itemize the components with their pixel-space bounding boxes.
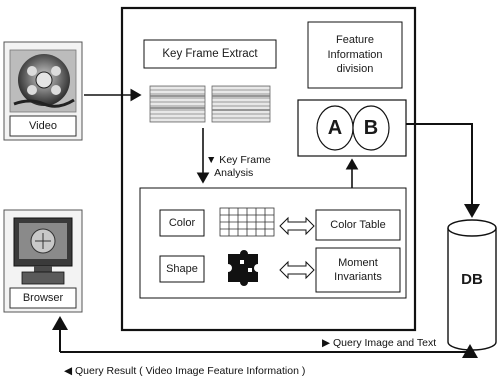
browser-label: Browser	[22, 292, 64, 304]
db-label: DB	[461, 270, 483, 288]
moment-invariants-box	[315, 247, 401, 293]
feature-b-circle	[352, 105, 390, 151]
key-frame-thumbnail	[149, 85, 206, 123]
key-frame-thumbnail	[211, 85, 271, 123]
feature-information-division-box	[307, 21, 403, 89]
query-result-label: ◀ Query Result ( Video Image Feature Inf…	[64, 365, 306, 377]
key-frame-extract-box	[143, 39, 277, 69]
feature-b-label: B	[363, 116, 379, 139]
video-label: Video	[29, 120, 57, 132]
feature-a-label: A	[327, 116, 343, 139]
color-label: Color	[168, 217, 196, 229]
key-frame-analysis-label: ▼ Key Frame Analysis	[206, 154, 271, 180]
moment-invariants-double-arrow	[279, 260, 315, 280]
puzzle-piece-icon	[228, 250, 258, 286]
color-table-label: Color Table	[330, 219, 386, 231]
moment-invariants-label: Moment Invariants	[334, 256, 382, 283]
query-image-text-label: ▶ Query Image and Text	[322, 337, 437, 349]
color-table-box	[315, 209, 401, 241]
features-to-db-connector	[406, 123, 480, 218]
db-cylinder	[447, 219, 497, 351]
color-table-double-arrow	[279, 216, 315, 236]
color-grid-icon	[219, 207, 275, 237]
system-frame	[120, 6, 417, 332]
key-frame-images	[144, 82, 274, 126]
video-node	[3, 41, 83, 141]
monitor-icon	[13, 217, 73, 285]
feature-information-division-label: Feature Information division	[327, 33, 383, 76]
shape-label: Shape	[166, 263, 198, 275]
shape-box	[159, 255, 205, 283]
film-reel-icon	[13, 54, 75, 108]
browser-node	[3, 209, 83, 313]
color-box	[159, 209, 205, 237]
key-frame-extract-label: Key Frame Extract	[162, 48, 258, 60]
